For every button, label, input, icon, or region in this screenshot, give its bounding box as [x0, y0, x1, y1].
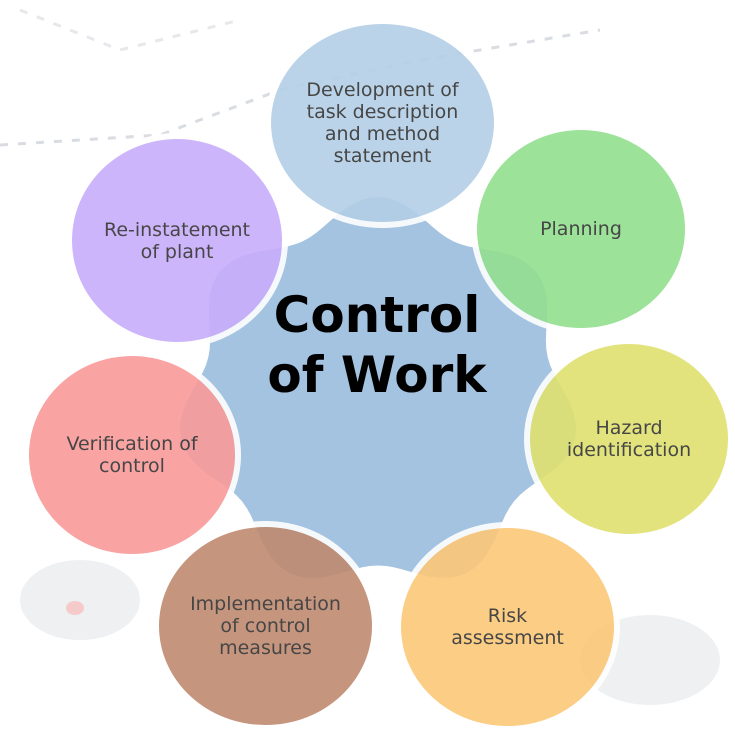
step-label: Planning: [540, 218, 622, 240]
step-label: Risk assessment: [451, 605, 564, 649]
step-label: Implementation of control measures: [190, 593, 341, 659]
step-risk: Risk assessment: [395, 522, 620, 732]
center-title: Control of Work: [232, 285, 522, 405]
step-label: Development of task description and meth…: [306, 79, 459, 167]
step-reinstatement: Re-instatement of plant: [66, 133, 288, 348]
step-implementation: Implementation of control measures: [153, 521, 378, 731]
step-development: Development of task description and meth…: [265, 18, 500, 228]
step-verification: Verification of control: [23, 350, 241, 560]
step-label: Verification of control: [66, 433, 198, 477]
step-label: Hazard identification: [566, 417, 692, 461]
center-title-line-1: Control: [273, 286, 481, 344]
step-hazard: Hazard identification: [524, 338, 734, 540]
step-label: Re-instatement of plant: [103, 218, 251, 263]
step-planning: Planning: [471, 124, 691, 334]
center-title-line-2: of Work: [267, 346, 487, 404]
